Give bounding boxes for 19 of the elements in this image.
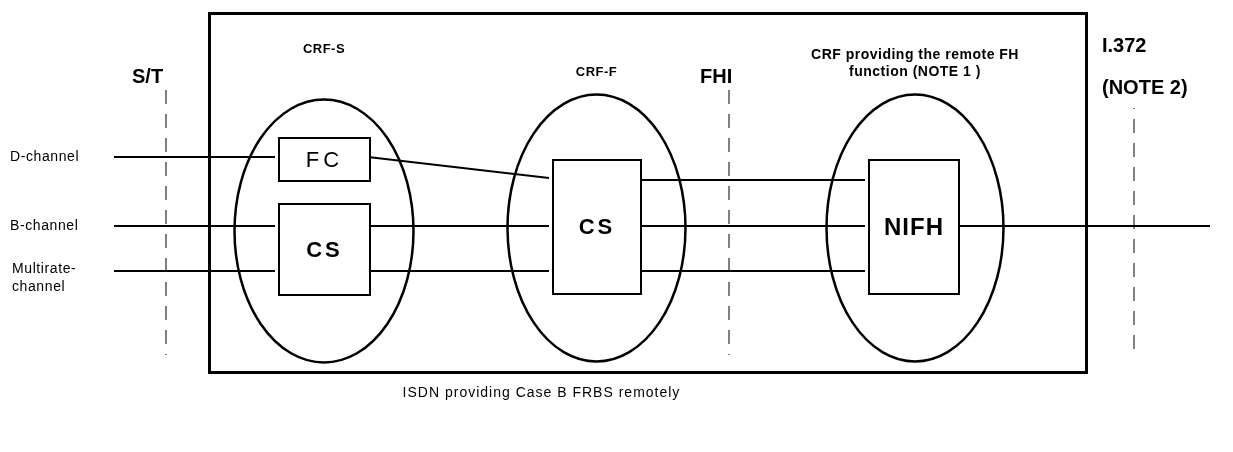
function-name: CS xyxy=(306,236,343,263)
group-heading: CRF-F xyxy=(574,64,619,80)
connector-line xyxy=(113,270,276,272)
channel-label: D-channel xyxy=(10,147,81,165)
function-name: FC xyxy=(305,146,344,173)
connector-line xyxy=(113,156,276,158)
function-name: CS xyxy=(578,214,616,240)
function-name: NIFH xyxy=(884,213,944,241)
function-box xyxy=(278,137,371,182)
function-box xyxy=(552,159,642,295)
figure-caption: ISDN providing Case B FRBS remotely xyxy=(401,384,682,400)
group-heading: CRF-S xyxy=(301,41,347,57)
connector-line xyxy=(113,225,276,227)
function-box xyxy=(278,203,371,296)
function-box xyxy=(868,159,960,295)
channel-label: Multirate- channel xyxy=(12,259,78,295)
group-heading: CRF providing the remote FH function (NOTE 1 ) xyxy=(810,46,1020,80)
system-boundary-box xyxy=(208,12,1088,374)
channel-label: B-channel xyxy=(10,216,80,234)
